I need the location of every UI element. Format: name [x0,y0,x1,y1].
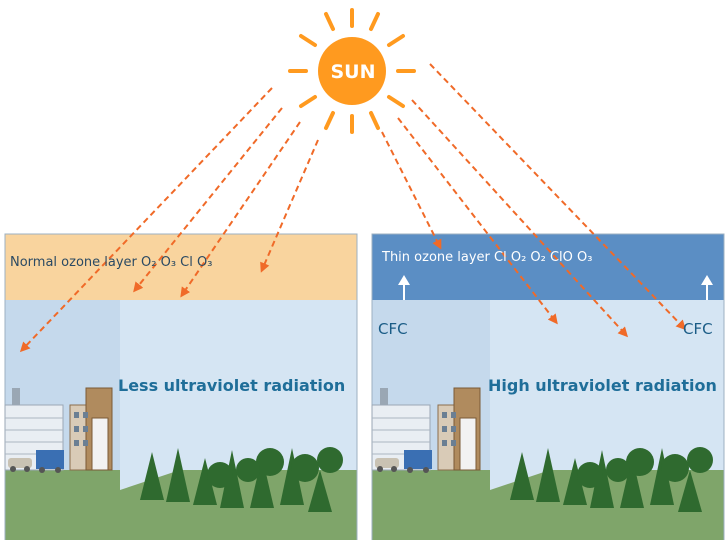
ray-right-1 [381,131,442,250]
right-truck [404,450,432,473]
ray-right-4 [429,63,687,331]
uv-rays [19,63,687,353]
ray-left-3 [180,121,301,298]
right-panel-frame [371,233,725,540]
left-car [8,458,32,472]
cfc-label-right: CFC [683,320,713,338]
right-ozone-layer [372,234,724,300]
left-panel [4,233,358,540]
sun [288,8,416,134]
right-car [375,458,399,472]
left-building [69,387,113,471]
ray-right-3 [411,99,629,338]
right-ozone-label: Thin ozone layer Cl O₂ O₂ ClO O₃ [382,250,593,265]
left-ozone-label: Normal ozone layer O₂ O₃ Cl O₃ [10,255,213,270]
left-trees [140,447,343,512]
sun-label: SUN [330,61,376,83]
ray-left-1 [19,87,273,353]
right-radiation-label: High ultraviolet radiation [488,376,717,395]
cfc-up-arrow-left [398,275,410,300]
right-panel [371,233,725,540]
cfc-up-arrow-right [701,275,713,300]
ray-left-2 [133,107,283,293]
cfc-label-left: CFC [378,320,408,338]
sun-disc [318,37,386,105]
left-truck [36,450,64,473]
ray-left-4 [260,139,319,273]
ray-right-2 [397,117,558,325]
right-building [437,387,481,471]
right-trees [510,447,713,512]
left-radiation-label: Less ultraviolet radiation [118,376,346,395]
